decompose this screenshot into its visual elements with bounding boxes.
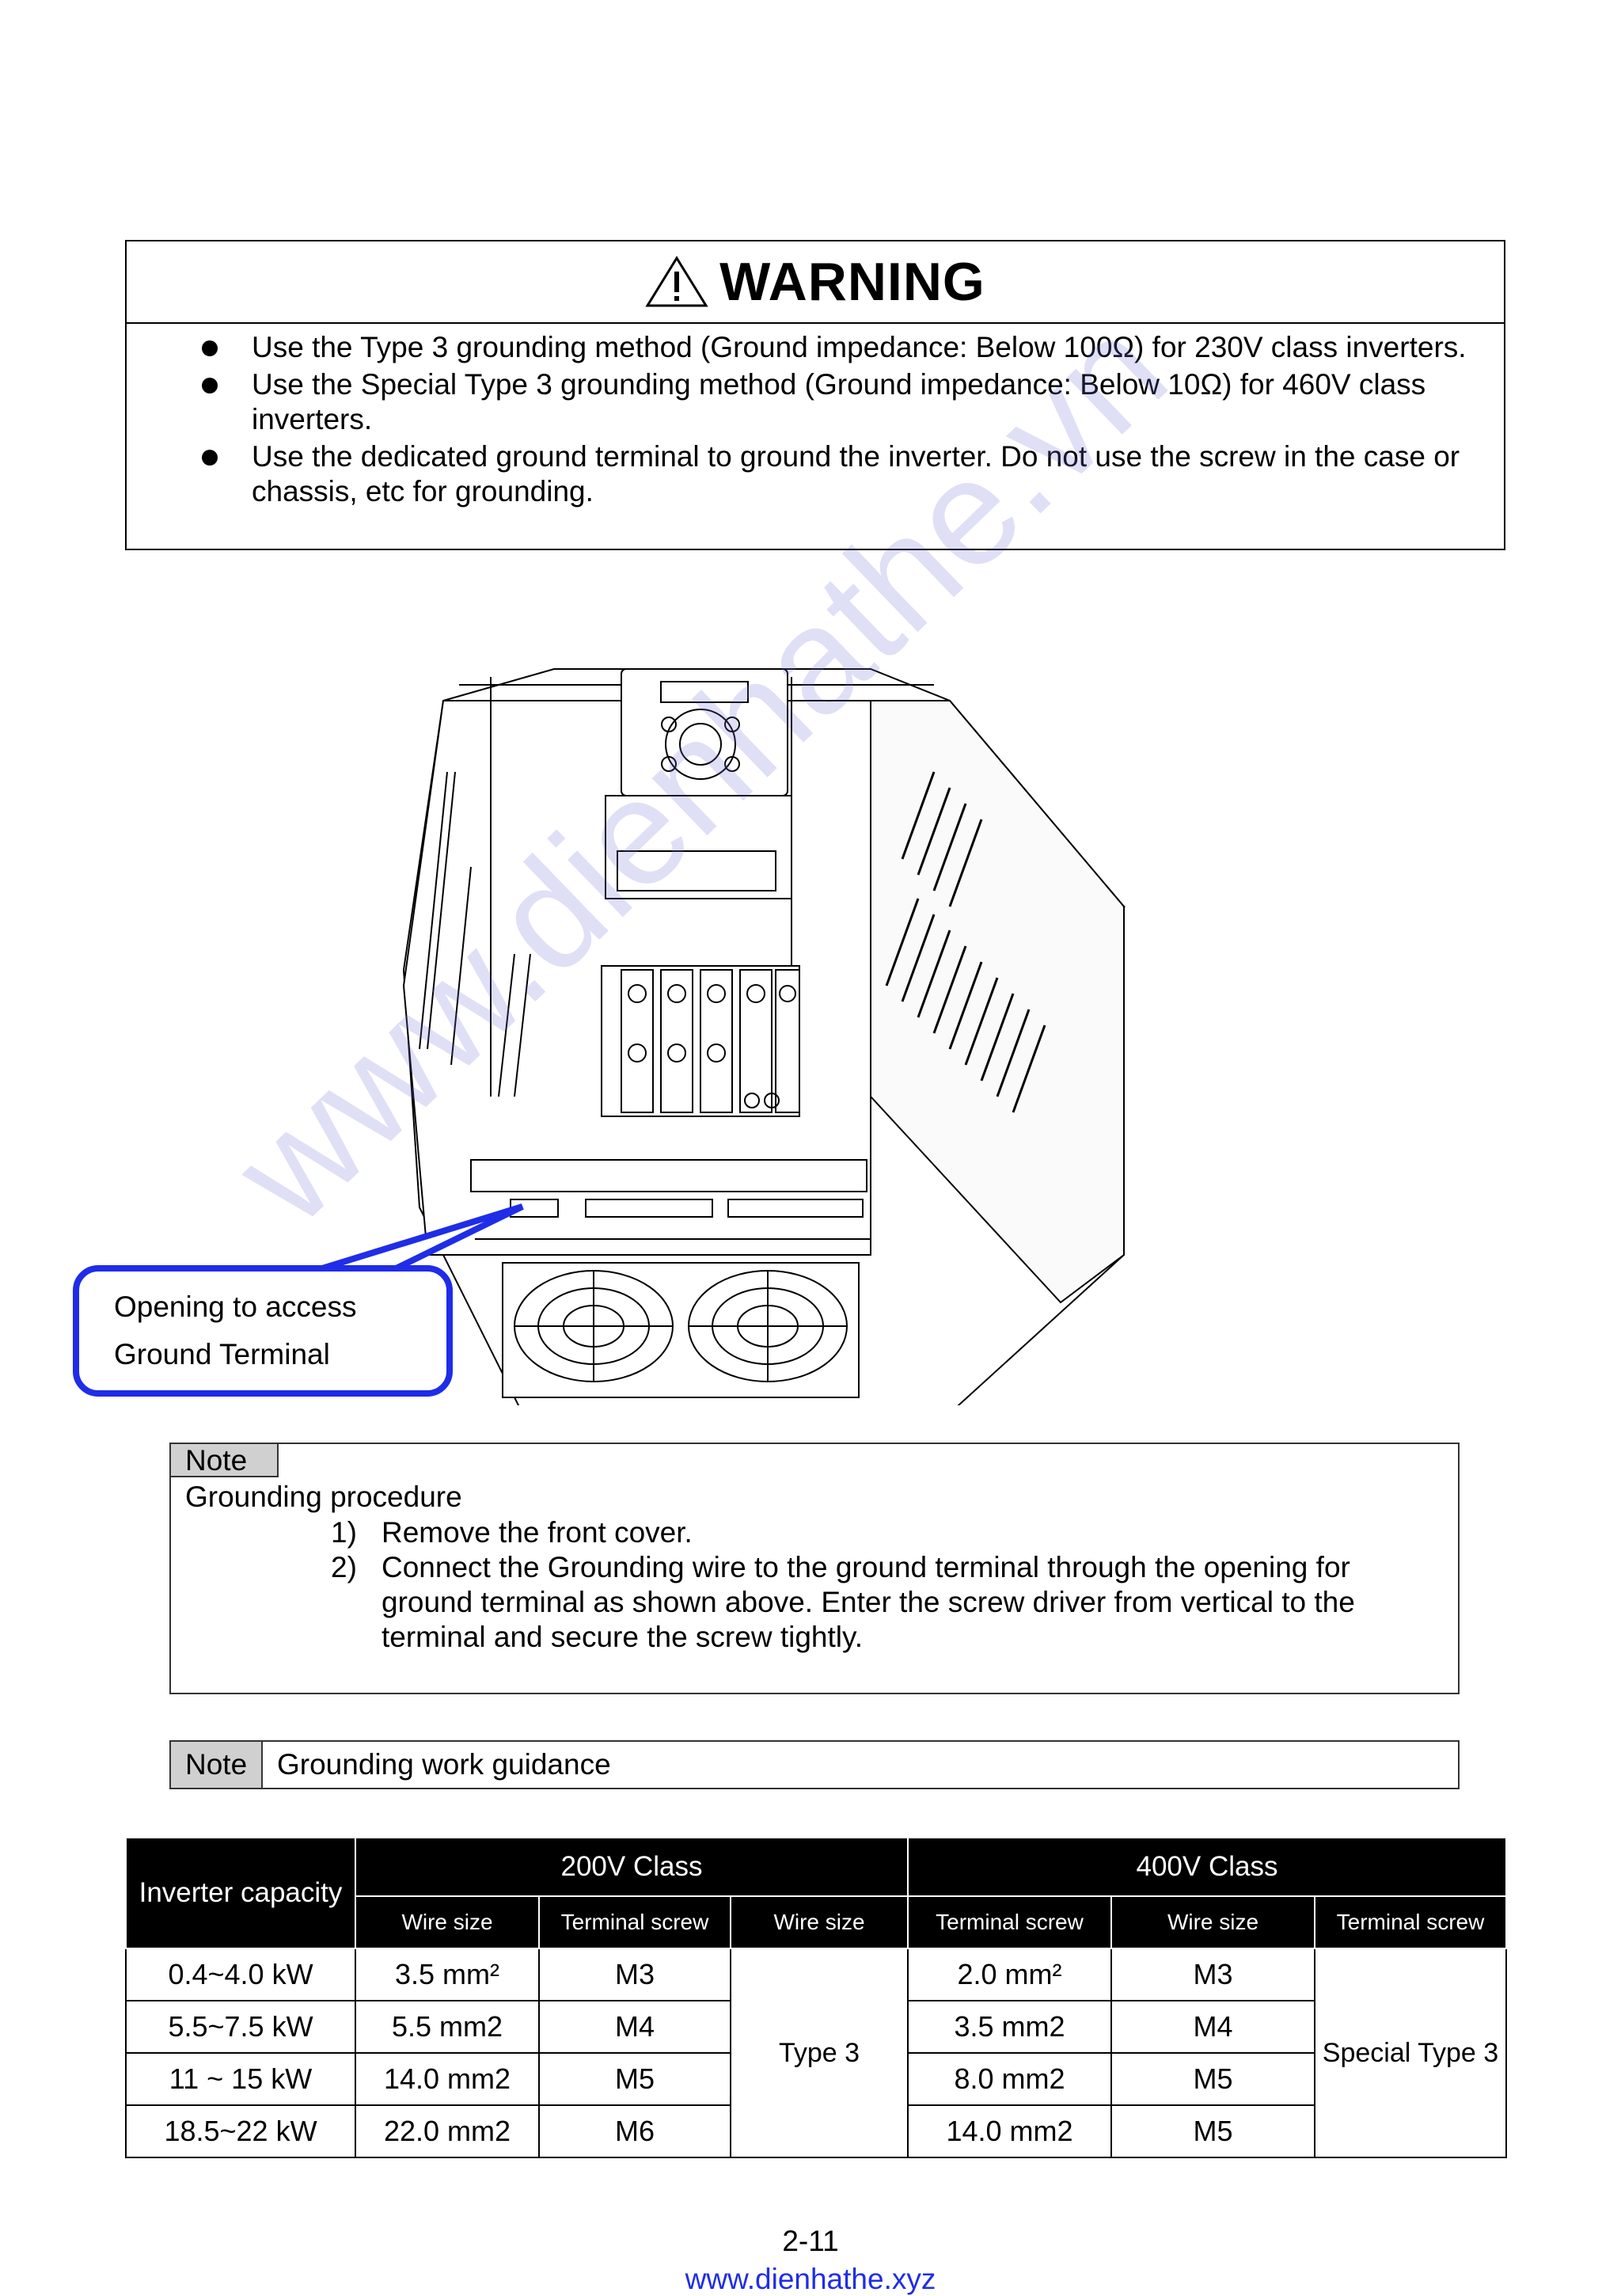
terminal-screw-cell: M6 (538, 2104, 731, 2158)
wire-size-cell: M5 (1110, 2052, 1315, 2106)
wire-size-cell: M4 (1110, 2000, 1315, 2054)
warning-list: Use the Type 3 grounding method (Ground … (127, 330, 1504, 511)
bullet-icon (202, 340, 218, 356)
wire-size-cell: M3 (1110, 1948, 1315, 2001)
warning-box: WARNING Use the Type 3 grounding method … (125, 240, 1505, 550)
grounding-guidance-note: Note Grounding work guidance (169, 1740, 1460, 1789)
bullet-icon (202, 450, 218, 466)
warning-item: Use the Special Type 3 grounding method … (127, 367, 1504, 437)
header-capacity: Inverter capacity (125, 1837, 356, 1949)
warning-item: Use the Type 3 grounding method (Ground … (127, 330, 1504, 365)
procedure-steps: 1)Remove the front cover. 2)Connect the … (171, 1515, 1458, 1655)
header-wire-size: Wire size (730, 1895, 909, 1949)
wire-size-cell: 5.5 mm2 (355, 2000, 540, 2054)
table-row: 18.5~22 kW 22.0 mm2 M6 14.0 mm2 M5 (125, 2104, 1506, 2158)
table-row: 5.5~7.5 kW 5.5 mm2 M4 3.5 mm2 M4 (125, 2000, 1506, 2054)
procedure-step: 1)Remove the front cover. (331, 1516, 693, 1549)
header-terminal-screw: Terminal screw (1314, 1895, 1507, 1949)
terminal-screw-cell: 3.5 mm2 (907, 2000, 1112, 2054)
grounding-type-cell: Special Type 3 (1314, 1948, 1507, 2158)
header-terminal-screw: Terminal screw (907, 1895, 1112, 1949)
callout-text-line2: Ground Terminal (114, 1338, 330, 1370)
wire-size-cell: 14.0 mm2 (355, 2052, 540, 2106)
terminal-screw-cell: 8.0 mm2 (907, 2052, 1112, 2106)
note-tag: Note (171, 1444, 279, 1477)
inverter-illustration (402, 668, 1126, 1405)
header-200v-class: 200V Class (355, 1837, 909, 1897)
header-terminal-screw: Terminal screw (538, 1895, 731, 1949)
terminal-screw-cell: 14.0 mm2 (907, 2104, 1112, 2158)
wire-size-cell: 22.0 mm2 (355, 2104, 540, 2158)
wire-size-cell: 3.5 mm² (355, 1948, 540, 2001)
table-row: 11 ~ 15 kW 14.0 mm2 M5 8.0 mm2 M5 (125, 2052, 1506, 2106)
note-heading: Grounding procedure (185, 1481, 462, 1513)
page-number: 2-11 (782, 2225, 839, 2257)
capacity-cell: 0.4~4.0 kW (125, 1948, 356, 2001)
table-row: 0.4~4.0 kW 3.5 mm² M3 Type 3 2.0 mm² M3 … (125, 1948, 1507, 2158)
bullet-icon (202, 378, 218, 393)
note-tag: Note (171, 1742, 263, 1788)
procedure-step: 2)Connect the Grounding wire to the grou… (331, 1551, 1355, 1653)
terminal-screw-cell: M3 (538, 1948, 731, 2001)
warning-item: Use the dedicated ground terminal to gro… (127, 439, 1504, 509)
terminal-screw-cell: M5 (538, 2052, 731, 2106)
grounding-procedure-note: Note Grounding procedure 1)Remove the fr… (169, 1443, 1460, 1694)
capacity-cell: 18.5~22 kW (125, 2104, 356, 2158)
header-wire-size: Wire size (355, 1895, 540, 1949)
header-400v-class: 400V Class (907, 1837, 1507, 1897)
callout-pointer (287, 1203, 524, 1282)
callout-text-line1: Opening to access (114, 1291, 357, 1323)
terminal-screw-cell: M4 (538, 2000, 731, 2054)
warning-header: WARNING (127, 241, 1504, 324)
footer-url-link[interactable]: www.dienhathe.xyz (685, 2263, 936, 2295)
wire-size-cell: M5 (1110, 2104, 1315, 2158)
terminal-screw-cell: 2.0 mm² (907, 1948, 1112, 2001)
warning-triangle-icon (645, 256, 708, 307)
grounding-guidance-table: Inverter capacity 200V Class 400V Class … (125, 1837, 1507, 2158)
note-text: Grounding work guidance (277, 1748, 611, 1781)
ground-terminal-callout: Opening to access Ground Terminal (73, 1265, 453, 1397)
grounding-type-cell: Type 3 (730, 1948, 909, 2158)
header-wire-size: Wire size (1110, 1895, 1315, 1949)
capacity-cell: 5.5~7.5 kW (125, 2000, 356, 2054)
warning-title: WARNING (719, 252, 985, 312)
capacity-cell: 11 ~ 15 kW (125, 2052, 356, 2106)
